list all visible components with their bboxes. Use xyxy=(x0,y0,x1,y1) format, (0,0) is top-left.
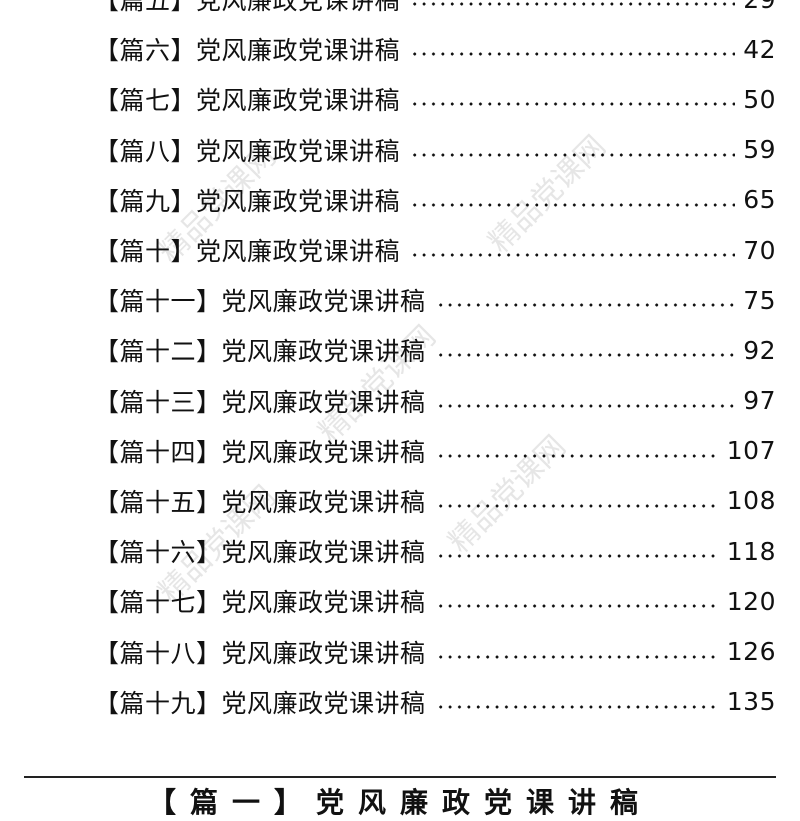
toc-entry-title: 【篇十一】党风廉政党课讲稿 xyxy=(94,287,426,317)
toc-dot-leader xyxy=(410,102,736,107)
toc-entry[interactable]: 【篇十五】党风廉政党课讲稿 108 xyxy=(94,476,776,526)
toc-dot-leader xyxy=(410,253,736,258)
toc-entry[interactable]: 【篇八】党风廉政党课讲稿 59 xyxy=(94,125,776,175)
toc-dot-leader xyxy=(435,503,719,508)
toc-entry[interactable]: 【篇九】党风廉政党课讲稿 65 xyxy=(94,175,776,225)
toc-entry-title: 【篇七】党风廉政党课讲稿 xyxy=(94,86,401,116)
toc-page-number: 107 xyxy=(726,436,776,466)
toc-entry[interactable]: 【篇七】党风廉政党课讲稿 50 xyxy=(94,74,776,124)
toc-entry[interactable]: 【篇十一】党风廉政党课讲稿 75 xyxy=(94,275,776,325)
toc-entry-title: 【篇十五】党风廉政党课讲稿 xyxy=(94,487,426,517)
toc-entry[interactable]: 【篇十】党风廉政党课讲稿 70 xyxy=(94,225,776,275)
toc-entry-title: 【篇十三】党风廉政党课讲稿 xyxy=(94,387,426,417)
toc-entry-title: 【篇十二】党风廉政党课讲稿 xyxy=(94,337,426,367)
toc-page-number: 108 xyxy=(726,486,776,516)
toc-entry-title: 【篇十八】党风廉政党课讲稿 xyxy=(94,638,426,668)
toc-entry[interactable]: 【篇十九】党风廉政党课讲稿 135 xyxy=(94,677,776,727)
toc-page-number: 135 xyxy=(726,687,776,717)
toc-page-number: 120 xyxy=(726,586,776,616)
toc-entry-title: 【篇九】党风廉政党课讲稿 xyxy=(94,186,401,216)
toc-page-number: 97 xyxy=(743,386,776,416)
toc-dot-leader xyxy=(435,604,719,609)
toc-entry-title: 【篇八】党风廉政党课讲稿 xyxy=(94,136,401,166)
section-divider xyxy=(24,776,776,778)
toc-dot-leader xyxy=(410,2,736,7)
toc-page-number: 29 xyxy=(743,0,776,14)
toc-page-number: 50 xyxy=(743,84,776,114)
toc-entry-title: 【篇十六】党风廉政党课讲稿 xyxy=(94,538,426,568)
toc-dot-leader xyxy=(435,554,719,559)
toc-entry[interactable]: 【篇十七】党风廉政党课讲稿 120 xyxy=(94,576,776,626)
toc-page-number: 118 xyxy=(726,536,776,566)
toc-entry[interactable]: 【篇十四】党风廉政党课讲稿 107 xyxy=(94,426,776,476)
toc-entry-title: 【篇五】党风廉政党课讲稿 xyxy=(94,0,401,16)
toc-page-number: 70 xyxy=(743,235,776,265)
toc-dot-leader xyxy=(435,403,736,408)
toc-page-number: 92 xyxy=(743,335,776,365)
toc-entry-title: 【篇十四】党风廉政党课讲稿 xyxy=(94,437,426,467)
toc-dot-leader xyxy=(435,704,719,709)
toc-page-number: 126 xyxy=(726,637,776,667)
toc-dot-leader xyxy=(435,303,736,308)
toc-dot-leader xyxy=(410,52,736,57)
toc-page-number: 59 xyxy=(743,135,776,165)
table-of-contents: 【篇五】党风廉政党课讲稿 29 【篇六】党风廉政党课讲稿 42 【篇七】党风廉政… xyxy=(94,0,776,727)
toc-entry[interactable]: 【篇十二】党风廉政党课讲稿 92 xyxy=(94,325,776,375)
toc-dot-leader xyxy=(435,654,719,659)
toc-page-number: 65 xyxy=(743,185,776,215)
toc-dot-leader xyxy=(410,202,736,207)
toc-entry[interactable]: 【篇五】党风廉政党课讲稿 29 xyxy=(94,0,776,24)
toc-page-number: 75 xyxy=(743,285,776,315)
toc-entry-title: 【篇十七】党风廉政党课讲稿 xyxy=(94,588,426,618)
next-section-heading: 【篇一】党风廉政党课讲稿 xyxy=(147,786,652,819)
toc-entry-title: 【篇六】党风廉政党课讲稿 xyxy=(94,36,401,66)
toc-dot-leader xyxy=(435,453,719,458)
toc-dot-leader xyxy=(435,353,736,358)
toc-entry[interactable]: 【篇十八】党风廉政党课讲稿 126 xyxy=(94,626,776,676)
toc-page-number: 42 xyxy=(743,34,776,64)
toc-entry[interactable]: 【篇六】党风廉政党课讲稿 42 xyxy=(94,24,776,74)
toc-entry-title: 【篇十九】党风廉政党课讲稿 xyxy=(94,688,426,718)
toc-entry[interactable]: 【篇十六】党风廉政党课讲稿 118 xyxy=(94,526,776,576)
toc-entry[interactable]: 【篇十三】党风廉政党课讲稿 97 xyxy=(94,376,776,426)
toc-entry-title: 【篇十】党风廉政党课讲稿 xyxy=(94,237,401,267)
toc-dot-leader xyxy=(410,152,736,157)
